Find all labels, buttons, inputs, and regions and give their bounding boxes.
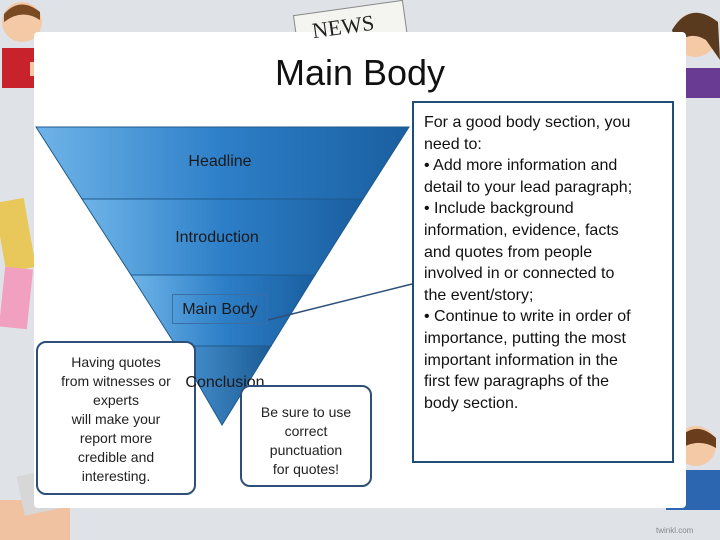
punctuation-tip-line: punctuation: [269, 442, 343, 458]
info-line: important information in the: [424, 351, 618, 369]
watermark-text: twinkl.com: [656, 526, 694, 535]
info-line: • Continue to write in order of: [424, 308, 631, 326]
punctuation-tip-line: for quotes!: [272, 461, 340, 477]
tier-label-headline: Headline: [188, 153, 252, 170]
info-line: involved in or connected to: [424, 265, 615, 283]
info-line: For a good body section, you: [424, 114, 631, 131]
quotes-tip-line: experts: [93, 392, 139, 408]
info-line: • Add more information and: [424, 157, 618, 175]
page-title: Main Body: [274, 52, 446, 93]
info-line: and quotes from people: [424, 243, 593, 261]
main-body-highlight: [172, 294, 268, 324]
quotes-tip-line: interesting.: [81, 468, 151, 484]
quotes-tip-line: will make your: [71, 411, 161, 427]
connector-line: [267, 283, 413, 321]
info-line: detail to your lead paragraph;: [424, 178, 633, 196]
punctuation-tip-line: correct: [284, 423, 328, 439]
corner-watermark: twinkl.com: [656, 526, 693, 535]
punctuation-tip-note: Be sure to use correct punctuation for q…: [240, 385, 372, 487]
info-line: need to:: [424, 135, 482, 153]
info-line: first few paragraphs of the: [424, 373, 609, 391]
books-illustration: [0, 197, 36, 330]
info-line: • Include background: [424, 200, 574, 218]
tier-label-introduction: Introduction: [175, 229, 259, 246]
quotes-tip-line: report more: [79, 430, 153, 446]
quotes-tip-line: Having quotes: [71, 354, 161, 370]
info-line: information, evidence, facts: [424, 221, 619, 239]
info-line: body section.: [424, 394, 519, 412]
quotes-tip-line: credible and: [77, 449, 155, 465]
info-line: the event/story;: [424, 286, 534, 304]
info-line: importance, putting the most: [424, 329, 626, 347]
punctuation-tip-line: Be sure to use: [260, 404, 352, 420]
tier-label-main-body: Main Body: [182, 301, 258, 318]
quotes-tip-line: from witnesses or: [61, 373, 171, 389]
quotes-tip-note: Having quotes from witnesses or experts …: [36, 341, 196, 495]
body-section-info-box: For a good body section, you need to: • …: [412, 101, 674, 463]
